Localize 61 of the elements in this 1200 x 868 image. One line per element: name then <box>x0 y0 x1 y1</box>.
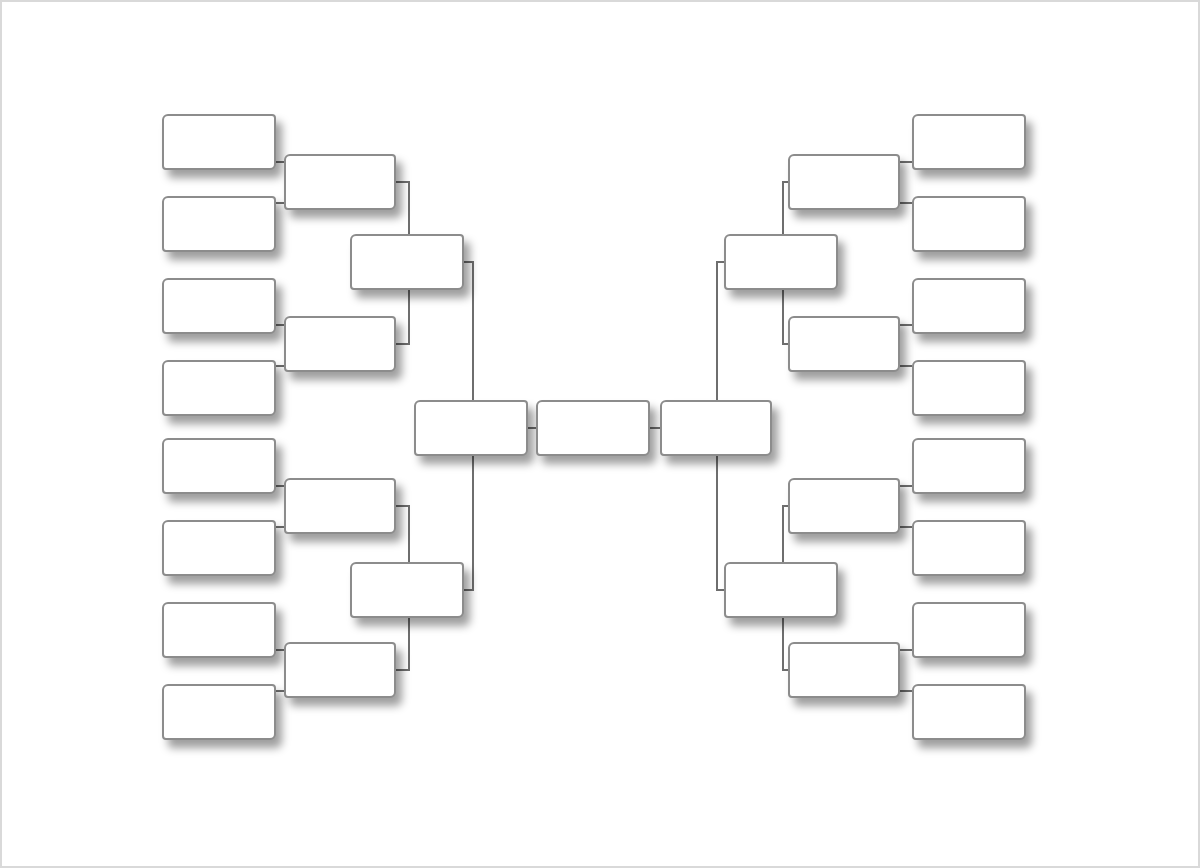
bracket-slot <box>162 278 276 334</box>
bracket-slot <box>912 438 1026 494</box>
bracket-slot <box>162 114 276 170</box>
bracket-slot <box>284 642 396 698</box>
bracket-slot <box>912 684 1026 740</box>
bracket-line <box>899 365 913 367</box>
bracket-slot <box>284 316 396 372</box>
bracket-line <box>463 455 474 591</box>
bracket-slot <box>724 562 838 618</box>
bracket-line <box>395 617 410 671</box>
bracket-slot <box>912 602 1026 658</box>
bracket-line <box>899 202 913 204</box>
bracket-line <box>275 526 285 528</box>
bracket-slot <box>788 316 900 372</box>
bracket-line <box>395 181 410 235</box>
bracket-line <box>716 455 725 591</box>
bracket-slot <box>284 478 396 534</box>
bracket-line <box>649 427 661 429</box>
bracket-line <box>395 505 410 563</box>
bracket-line <box>275 324 285 326</box>
bracket-slot <box>162 602 276 658</box>
bracket-line <box>899 690 913 692</box>
bracket-line <box>395 289 410 345</box>
bracket-slot <box>912 520 1026 576</box>
bracket-line <box>716 261 725 401</box>
bracket-line <box>899 324 913 326</box>
bracket-slot <box>724 234 838 290</box>
bracket-line <box>782 617 789 671</box>
bracket-line <box>275 161 285 163</box>
bracket-line <box>782 181 789 235</box>
bracket-line <box>275 649 285 651</box>
bracket-line <box>899 526 913 528</box>
bracket-slot <box>912 278 1026 334</box>
bracket-slot <box>912 196 1026 252</box>
bracket-slot <box>162 520 276 576</box>
bracket-slot <box>162 684 276 740</box>
bracket-line <box>899 161 913 163</box>
bracket-slot <box>536 400 650 456</box>
bracket-line <box>463 261 474 401</box>
bracket-line <box>782 505 789 563</box>
bracket-slot <box>414 400 528 456</box>
bracket-slot <box>788 642 900 698</box>
bracket-slot <box>350 234 464 290</box>
bracket-slot <box>788 478 900 534</box>
bracket-line <box>275 202 285 204</box>
bracket-line <box>782 289 789 345</box>
bracket-slot <box>162 438 276 494</box>
bracket-line <box>275 690 285 692</box>
bracket-slot <box>350 562 464 618</box>
bracket-slot <box>162 196 276 252</box>
bracket-line <box>275 365 285 367</box>
bracket-line <box>275 485 285 487</box>
bracket-line <box>899 485 913 487</box>
bracket-slot <box>162 360 276 416</box>
bracket-line <box>899 649 913 651</box>
bracket-slot <box>788 154 900 210</box>
bracket-slot <box>912 360 1026 416</box>
bracket-slot <box>284 154 396 210</box>
bracket-slot <box>912 114 1026 170</box>
bracket-slot <box>660 400 772 456</box>
bracket-line <box>527 427 537 429</box>
